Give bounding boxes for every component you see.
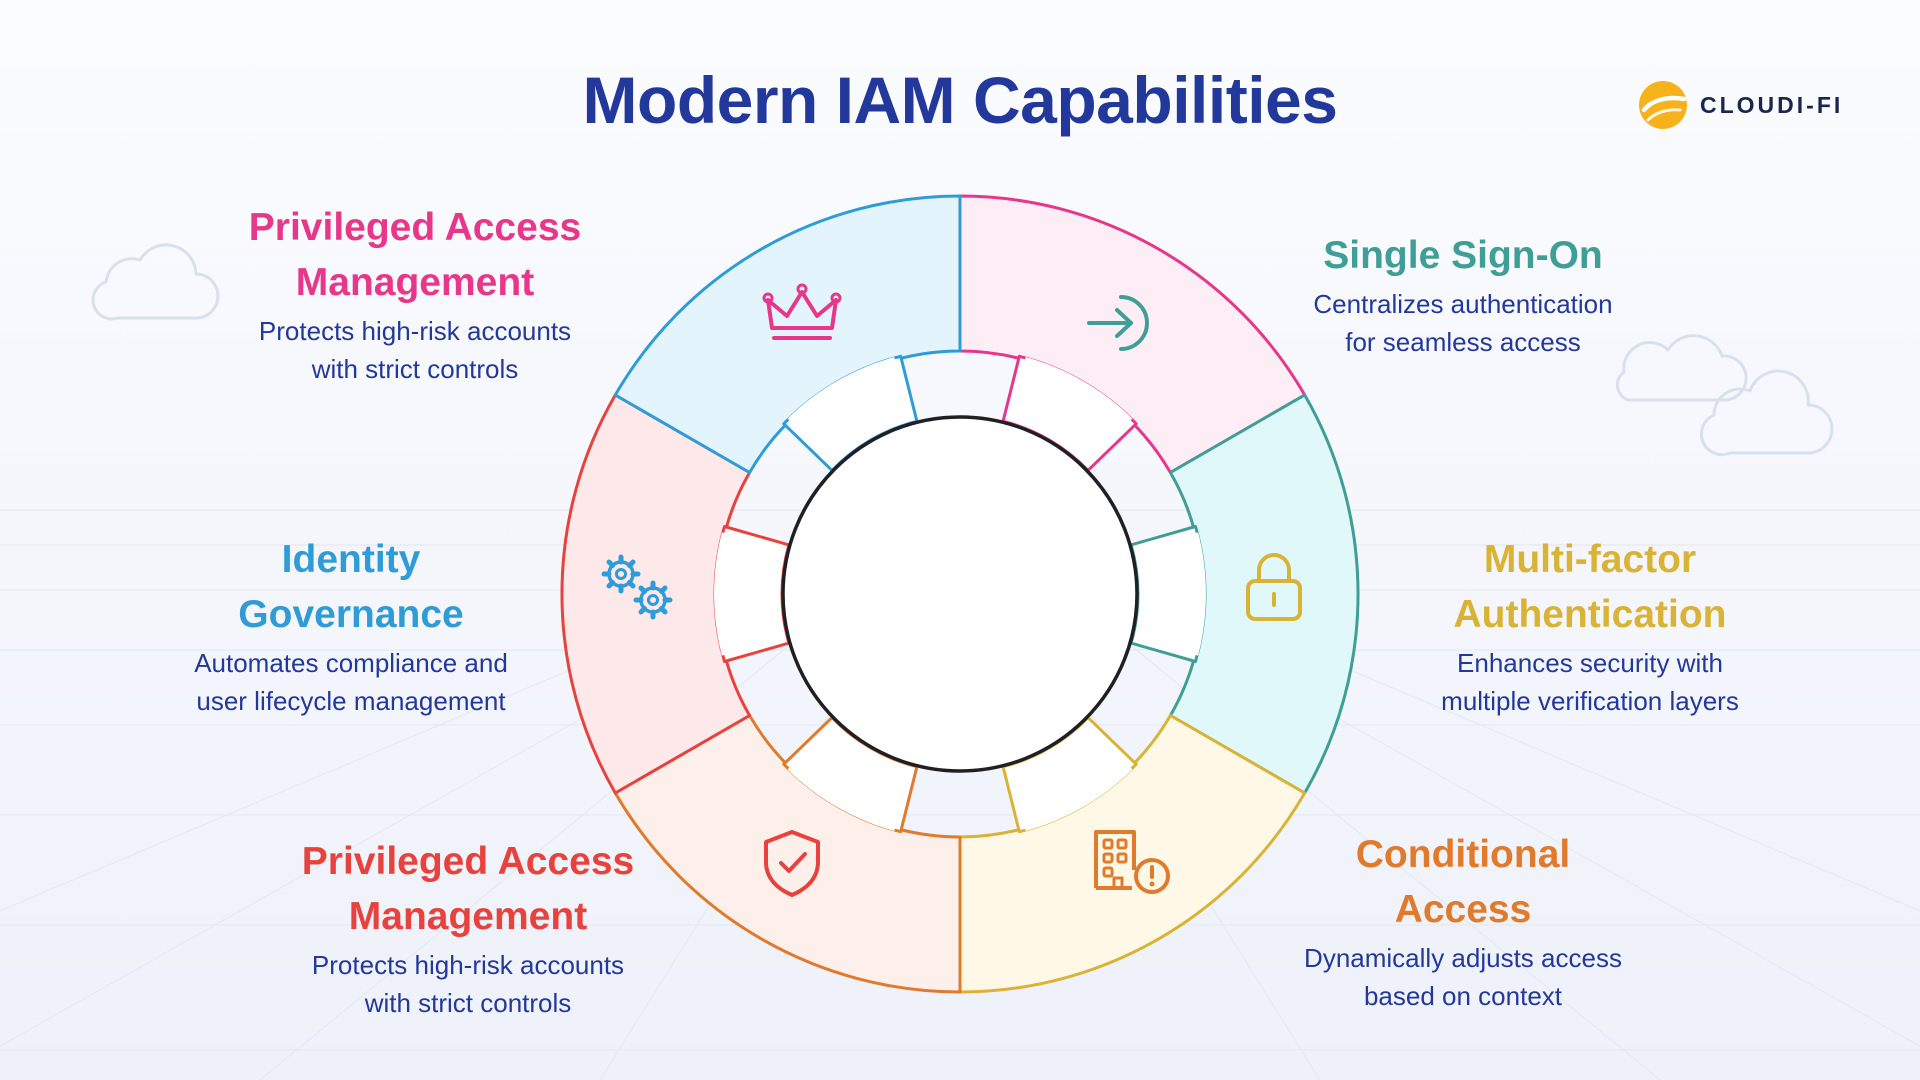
capability-title: Privileged Access Management (248, 206, 582, 304)
capability-title: Conditional Access (1355, 833, 1571, 931)
segment-seam (714, 532, 727, 656)
capability-description: Automates compliance and user lifecycle … (194, 648, 508, 716)
lock-icon (1246, 553, 1302, 621)
cloud-icon (1615, 334, 1748, 402)
logo-text: CLOUDI-FI (1700, 91, 1844, 118)
capability-description: Centralizes authentication for seamless … (1313, 289, 1613, 357)
page-title: Modern IAM Capabilities (582, 63, 1338, 137)
segment-seam (1193, 532, 1206, 656)
segment-connector (1129, 525, 1207, 663)
capability-single-sign-on: Single Sign-On Centralizes authenticatio… (1263, 228, 1663, 361)
segment-connector (713, 525, 791, 663)
gears-icon (601, 554, 673, 620)
capability-privileged-access-bottom: Privileged Access Management Protects hi… (268, 834, 668, 1022)
center-circle (781, 415, 1139, 773)
crown-icon (762, 283, 842, 340)
capability-description: Protects high-risk accounts with strict … (311, 950, 625, 1018)
capability-conditional-access: Conditional Access Dynamically adjusts a… (1263, 827, 1663, 1015)
capability-title: Multi-factor Authentication (1453, 538, 1727, 636)
capability-multi-factor-authentication: Multi-factor Authentication Enhances sec… (1390, 532, 1790, 720)
logo-mark-icon (1639, 81, 1687, 129)
cloud-icon (1699, 369, 1834, 457)
capability-identity-governance: Identity Governance Automates compliance… (151, 532, 551, 720)
capability-description: Enhances security with multiple verifica… (1441, 648, 1739, 716)
segment-seam (1024, 765, 1133, 832)
capability-title: Single Sign-On (1323, 234, 1603, 277)
capability-title: Privileged Access Management (301, 840, 635, 938)
capability-description: Protects high-risk accounts with strict … (258, 316, 572, 384)
capability-description: Dynamically adjusts access based on cont… (1304, 943, 1622, 1011)
segment-seam (787, 765, 896, 832)
capability-title: Identity Governance (238, 538, 464, 636)
shield-check-icon (764, 830, 820, 897)
segment-seam (1024, 356, 1133, 423)
capability-privileged-access-top: Privileged Access Management Protects hi… (215, 200, 615, 388)
building-alert-icon (1094, 830, 1170, 894)
cloud-icon (91, 243, 220, 321)
arrow-login-icon (1087, 295, 1149, 351)
segment-seam (787, 356, 896, 423)
cloudi-fi-logo: CLOUDI-FI (1638, 80, 1843, 130)
